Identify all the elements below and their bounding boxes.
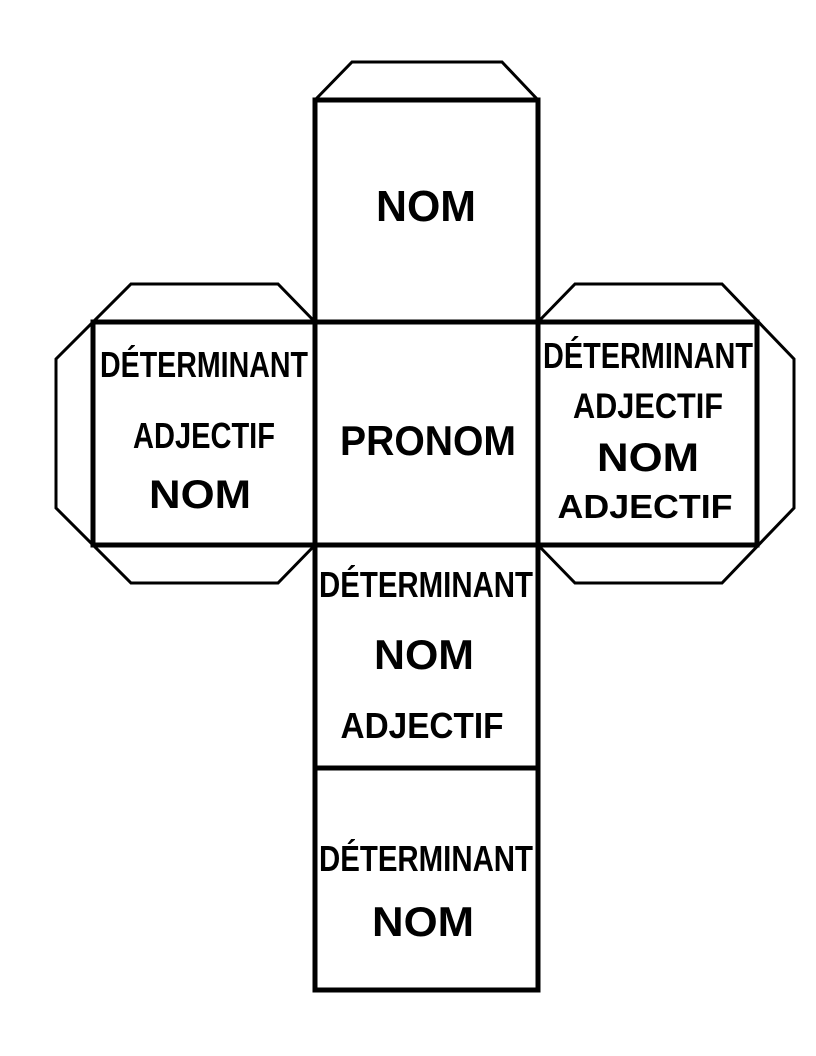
face-top-line-1: NOM bbox=[376, 182, 476, 231]
face-bottom-line-1: DÉTERMINANT bbox=[319, 838, 533, 879]
face-bottom-line-2: NOM bbox=[372, 898, 474, 945]
face-left-line-3: NOM bbox=[149, 473, 251, 517]
face-left-line-2: ADJECTIF bbox=[133, 415, 275, 456]
face-center: PRONOM bbox=[340, 417, 516, 464]
face-right-line-2: ADJECTIF bbox=[573, 387, 723, 426]
face-center-line-1: PRONOM bbox=[340, 417, 516, 464]
face-right-line-3: NOM bbox=[597, 436, 699, 480]
face-lower-line-1: DÉTERMINANT bbox=[319, 564, 533, 605]
face-right-line-1: DÉTERMINANT bbox=[543, 335, 753, 376]
face-left: DÉTERMINANT ADJECTIF NOM bbox=[100, 344, 308, 517]
face-lower-line-3: ADJECTIF bbox=[341, 705, 504, 746]
glue-tab-left-face-group bbox=[54, 282, 317, 585]
face-right-line-4: ADJECTIF bbox=[558, 488, 733, 525]
face-top: NOM bbox=[376, 182, 476, 231]
face-right: DÉTERMINANT ADJECTIF NOM ADJECTIF bbox=[543, 335, 753, 525]
face-borders bbox=[90, 97, 760, 993]
glue-tab-top-face bbox=[313, 60, 540, 102]
face-left-line-1: DÉTERMINANT bbox=[100, 344, 308, 385]
face-lower-line-2: NOM bbox=[374, 631, 474, 678]
face-bottom: DÉTERMINANT NOM bbox=[319, 838, 533, 945]
face-lower: DÉTERMINANT NOM ADJECTIF bbox=[319, 564, 533, 746]
glue-tab-right-face-group bbox=[536, 282, 796, 585]
